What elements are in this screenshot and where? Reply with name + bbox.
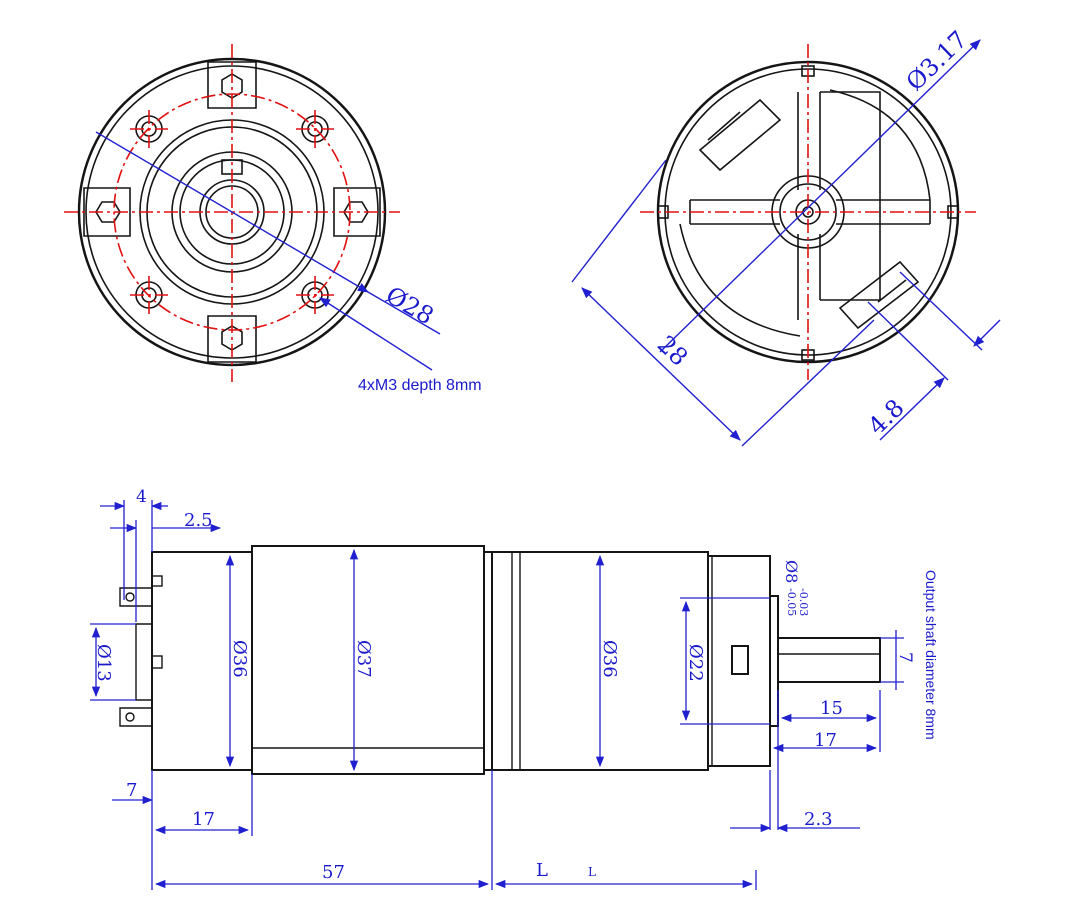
side-view: 4 2.5 Ø13 Ø36 Ø37 Ø36 Ø22 Ø8 -0.03 -0.05… — [90, 487, 939, 890]
terminal-bottom — [119, 707, 152, 727]
lug-top — [207, 61, 257, 109]
front-diameter-label: Ø28 — [381, 281, 438, 330]
lug-bottom — [207, 315, 257, 363]
shaft-note: Output shaft diameter 8mm — [923, 570, 939, 740]
terminal-upper — [698, 98, 782, 172]
lug-left — [83, 187, 131, 237]
dim-36-motor-label: Ø36 — [229, 640, 250, 678]
tol-upper-label: -0.03 — [797, 588, 810, 616]
terminal-dim-label: 4.8 — [863, 394, 910, 441]
dim-13-label: Ø13 — [93, 644, 114, 682]
dim-7-left-label: 7 — [126, 780, 137, 801]
dim-36-gear-label: Ø36 — [599, 640, 620, 678]
gearbox-flange — [769, 595, 779, 727]
lug-right — [333, 187, 381, 237]
tol-lower-label: -0.05 — [785, 588, 798, 616]
terminal-dim-line — [973, 319, 1001, 347]
terminal-lower — [838, 260, 920, 330]
rear-shaft-dim-line — [659, 39, 981, 353]
shaft-key — [731, 645, 749, 675]
dim-17-left-label: 17 — [192, 809, 215, 830]
rear-width-dim-line — [581, 287, 741, 441]
dim-7-flat-label: 7 — [895, 652, 915, 663]
dim-17-shaft-label: 17 — [814, 730, 837, 751]
hole-note-leader — [319, 297, 433, 371]
dim-57-label: 57 — [322, 862, 345, 883]
rear-width-dim-label: 28 — [652, 330, 693, 371]
rear-view: Ø3.17 28 4.8 — [571, 25, 1001, 447]
dim-2-3-label: 2.3 — [804, 809, 833, 830]
dim-L-label: L — [536, 860, 548, 881]
dim-15-label: 15 — [820, 698, 843, 719]
front-diameter-line — [95, 131, 369, 293]
dim-2-5-label: 2.5 — [184, 510, 213, 531]
dim-8-label: Ø8 — [782, 560, 801, 583]
dim-37-label: Ø37 — [353, 640, 374, 678]
output-shaft — [777, 637, 881, 683]
dim-4-label: 4 — [136, 487, 147, 507]
front-view: Ø28 4xM3 depth 8mm — [64, 44, 482, 394]
dim-L-small-label: L — [588, 865, 596, 879]
dim-22-label: Ø22 — [685, 644, 706, 682]
bearing-boss — [135, 623, 152, 701]
rear-shaft-dim-label: Ø3.17 — [901, 25, 973, 96]
brush-frame — [819, 91, 881, 301]
hole-note: 4xM3 depth 8mm — [358, 377, 482, 394]
